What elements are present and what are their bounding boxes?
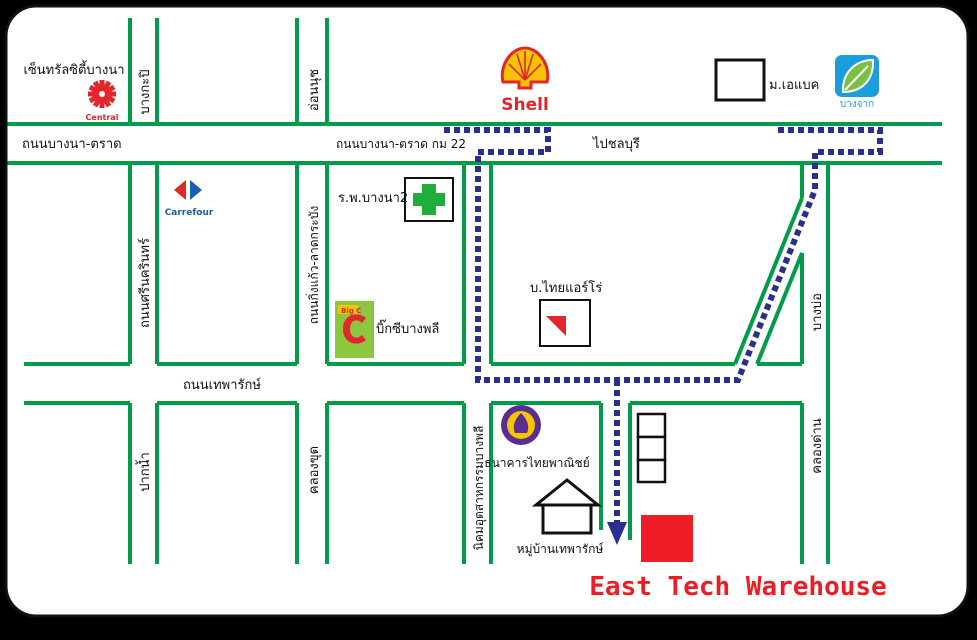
- university-building-icon: [714, 58, 766, 102]
- university-label: ม.เอแบค: [769, 78, 819, 93]
- destination-marker: [641, 515, 693, 562]
- scb-label: ธนาคารไทยพาณิชย์: [484, 456, 589, 470]
- central-logo-icon: [88, 80, 116, 108]
- shell-logo-text: Shell: [501, 95, 549, 115]
- shell-logo-icon: [500, 46, 550, 90]
- road-label-khlong-dan: คลองด่าน: [810, 418, 825, 474]
- bangchak-logo-text: บางจาก: [840, 99, 874, 110]
- road-label-khlong-khut: คลองขุด: [307, 446, 322, 494]
- bangchak-logo-icon: [835, 55, 879, 97]
- bigc-logo-text: Big C: [341, 307, 361, 315]
- road-network: [6, 18, 942, 564]
- central-label: เซ็นทรัลซิตี้บางนา: [23, 60, 124, 78]
- hospital-label: ร.พ.บางนา2: [338, 191, 408, 206]
- central-logo-text: Central: [86, 113, 119, 122]
- bigc-label: บิ๊กซีบางพลี: [376, 319, 439, 337]
- warehouse-buildings-icon: [636, 412, 667, 484]
- road-label-pak-nam: ปากน้ำ: [135, 452, 153, 492]
- bigc-logo-icon: [335, 301, 374, 358]
- village-label: หมู่บ้านเทพารักษ์: [517, 542, 604, 557]
- road-label-bangna-trat: ถนนบางนา-ตราด: [22, 137, 122, 152]
- map-card: [6, 6, 968, 616]
- road-label-on-nut: อ่อนนุช: [307, 69, 322, 111]
- thai-airo-label: บ.ไทยแอร์โร่: [530, 280, 602, 296]
- road-label-to-chonburi: ไปชลบุรี: [592, 136, 640, 152]
- carrefour-logo-text: Carrefour: [165, 208, 214, 218]
- scb-logo-icon: [501, 405, 541, 445]
- carrefour-logo-icon: [174, 180, 202, 200]
- route-path: [444, 127, 883, 383]
- route-arrow-icon: [607, 522, 627, 545]
- map-card-border: [4, 4, 970, 618]
- road-label-theparak: ถนนเทพารักษ์: [183, 377, 261, 393]
- destination-label: East Tech Warehouse: [589, 572, 886, 602]
- road-label-industrial-estate: นิคมอุตสาหกรรมบางพลี: [472, 426, 487, 551]
- road-label-king-kaew: ถนนกิ่งแก้ว-ลาดกระบัง: [305, 206, 321, 324]
- road-label-bang-kapi: บางกะปิ: [138, 69, 153, 114]
- road-label-srinakarin: ถนนศรีนครินทร์: [137, 238, 153, 328]
- road-label-bangna-trat-km22: ถนนบางนา-ตราด กม 22: [336, 137, 466, 151]
- road-label-bang-bo: บางบ่อ: [810, 293, 825, 331]
- village-house-icon: [531, 478, 603, 535]
